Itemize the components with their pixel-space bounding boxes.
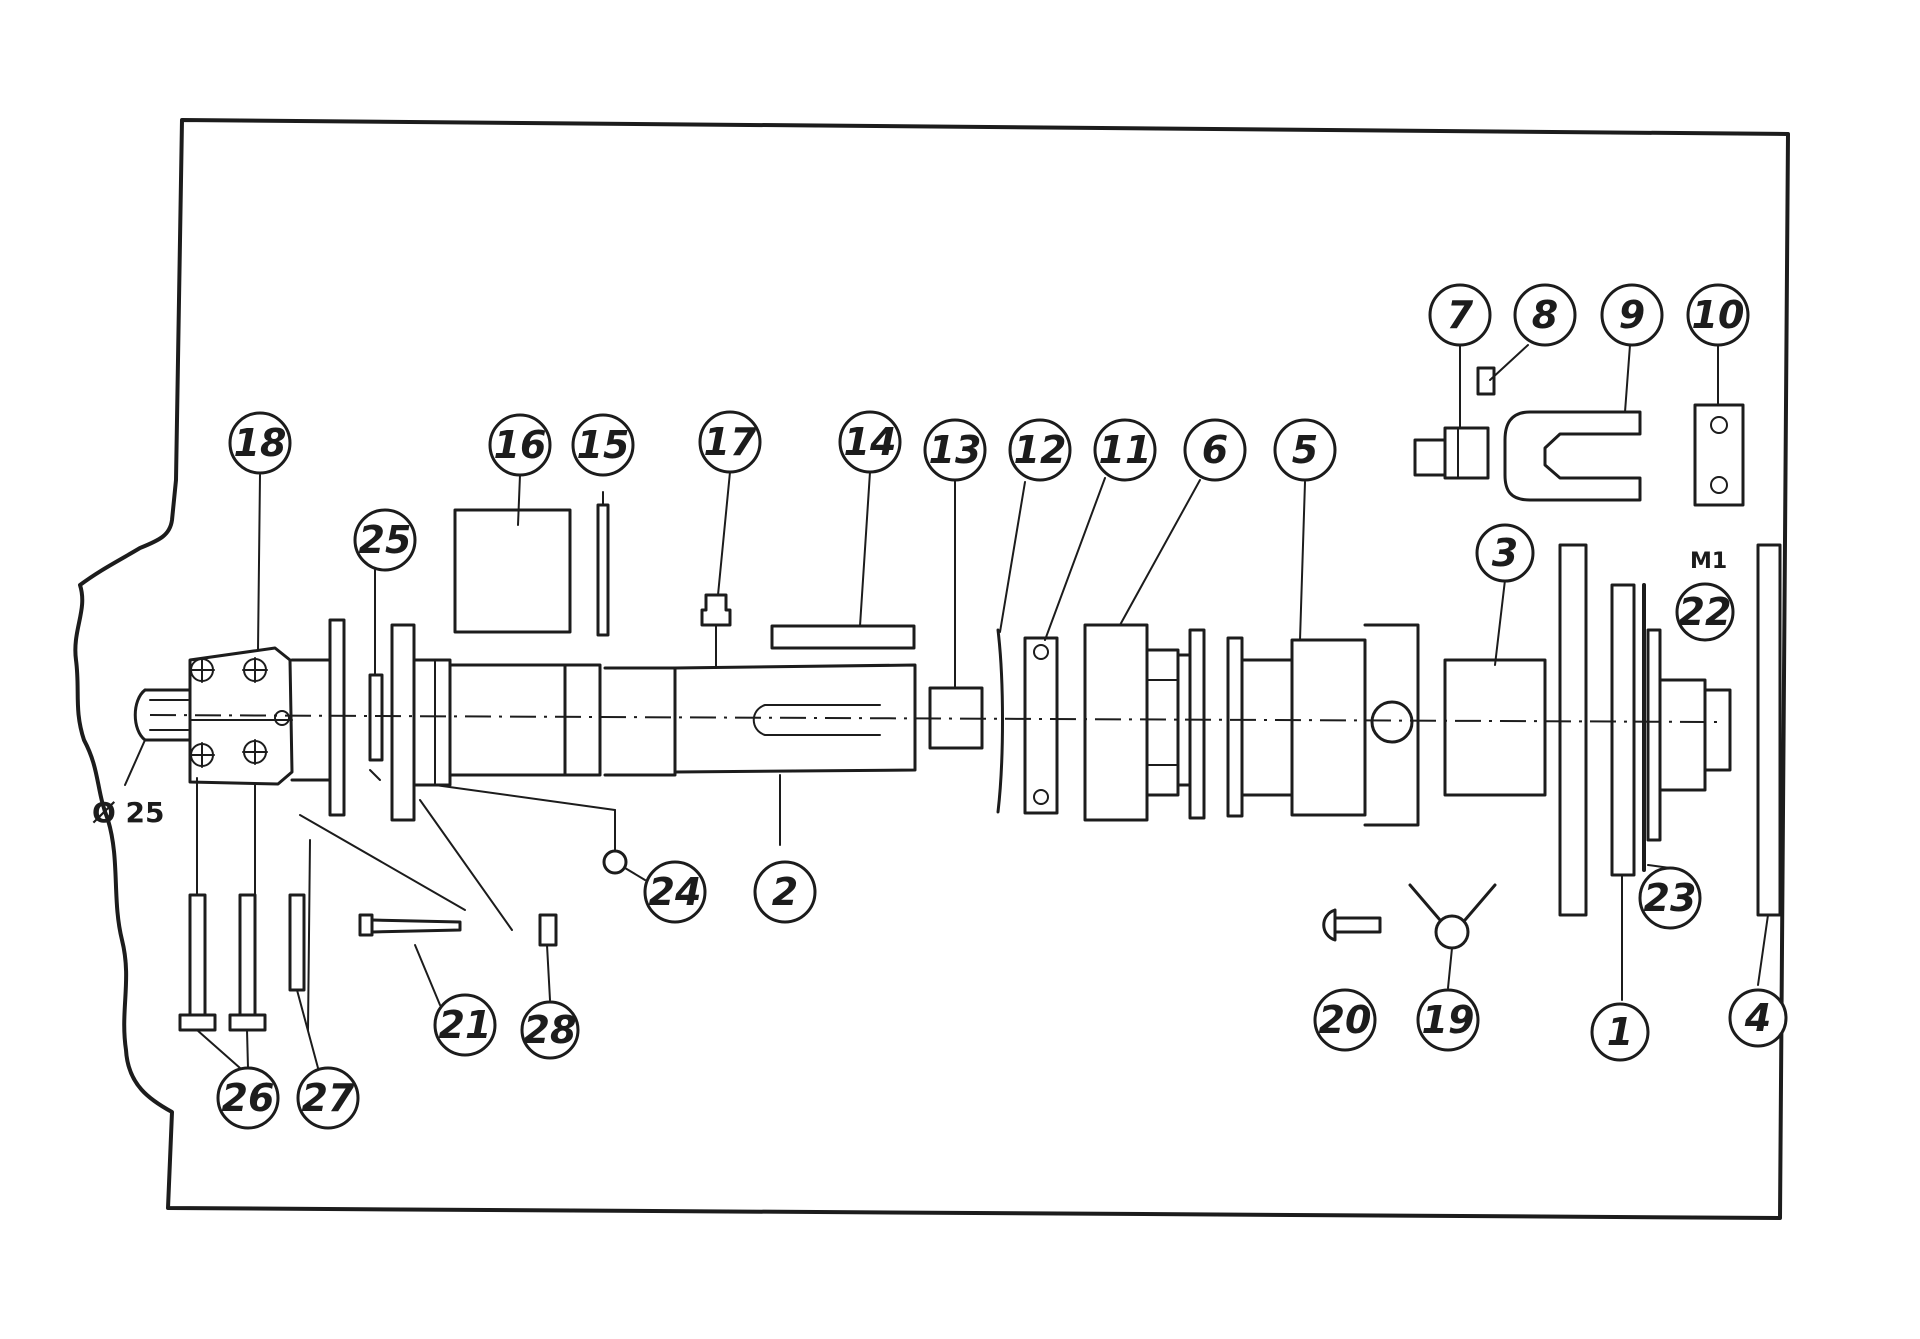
part-14-key bbox=[770, 624, 916, 650]
svg-text:21: 21 bbox=[439, 1003, 492, 1047]
main-centerline bbox=[149, 714, 1721, 723]
svg-text:19: 19 bbox=[1422, 998, 1475, 1042]
svg-text:14: 14 bbox=[844, 420, 897, 464]
svg-text:27: 27 bbox=[302, 1076, 355, 1120]
svg-text:25: 25 bbox=[359, 518, 412, 562]
callout-7: 7 bbox=[1428, 283, 1492, 347]
shaft-diameter-label: Ø 25 bbox=[92, 796, 165, 829]
part-19-spring bbox=[1408, 883, 1497, 950]
callout-23: 23 bbox=[1638, 866, 1702, 930]
part-24-nut bbox=[602, 809, 628, 875]
svg-text:17: 17 bbox=[704, 420, 757, 464]
part-27-pin bbox=[288, 893, 306, 992]
svg-text:8: 8 bbox=[1532, 293, 1558, 337]
part-12-circlip bbox=[996, 628, 1004, 814]
input-shaft-stub bbox=[124, 688, 192, 786]
svg-text:23: 23 bbox=[1644, 876, 1697, 920]
part-17-grease-nipple bbox=[700, 593, 732, 669]
callout-20: 20 bbox=[1313, 988, 1377, 1052]
part-27-flange-plate bbox=[328, 618, 346, 817]
part-20-rivet bbox=[1322, 908, 1382, 942]
svg-text:13: 13 bbox=[929, 428, 982, 472]
callout-5: 5 bbox=[1273, 418, 1337, 482]
callout-21: 21 bbox=[433, 993, 497, 1057]
part-15-pin bbox=[596, 503, 610, 637]
part-26-bolts bbox=[178, 893, 267, 1032]
part-9-fork bbox=[1503, 410, 1642, 502]
part-21-screw bbox=[358, 913, 462, 937]
part-11-bearing-housing bbox=[1023, 636, 1059, 815]
part-6-coupling-half bbox=[1083, 623, 1206, 822]
callout-18: 18 bbox=[228, 411, 292, 475]
callout-17: 17 bbox=[698, 410, 762, 474]
svg-text:5: 5 bbox=[1292, 428, 1318, 472]
svg-text:11: 11 bbox=[1099, 428, 1152, 472]
svg-text:2: 2 bbox=[772, 870, 798, 914]
frame-border bbox=[73, 118, 1790, 1220]
part-7-bolt bbox=[1413, 426, 1490, 480]
svg-text:4: 4 bbox=[1744, 996, 1771, 1040]
note-label-m1: M1 bbox=[1690, 549, 1727, 574]
callout-22: 22 bbox=[1675, 582, 1735, 642]
callout-24: 24 bbox=[643, 860, 707, 924]
callout-14: 14 bbox=[838, 410, 902, 474]
part-2-main-shaft bbox=[390, 623, 917, 822]
part-16-cover-plate bbox=[453, 508, 572, 634]
callout-16: 16 bbox=[488, 413, 552, 477]
callout-11: 11 bbox=[1093, 418, 1157, 482]
svg-text:24: 24 bbox=[649, 870, 702, 914]
svg-text:22: 22 bbox=[1679, 590, 1732, 634]
callout-6: 6 bbox=[1183, 418, 1247, 482]
part-3-drum bbox=[1443, 543, 1588, 917]
callout-1: 1 bbox=[1590, 1002, 1650, 1062]
callout-13: 13 bbox=[923, 418, 987, 482]
callout-8: 8 bbox=[1513, 283, 1577, 347]
svg-text:26: 26 bbox=[222, 1076, 275, 1120]
leader-lines bbox=[196, 344, 1769, 1069]
callout-9: 9 bbox=[1600, 283, 1664, 347]
callout-4: 4 bbox=[1728, 988, 1788, 1048]
svg-text:12: 12 bbox=[1014, 428, 1067, 472]
svg-text:20: 20 bbox=[1319, 998, 1372, 1042]
svg-text:1: 1 bbox=[1607, 1010, 1633, 1054]
svg-text:15: 15 bbox=[577, 423, 630, 467]
part-10-block bbox=[1693, 403, 1745, 507]
part-4-end-plate bbox=[1756, 543, 1782, 917]
callout-12: 12 bbox=[1008, 418, 1072, 482]
callout-19: 19 bbox=[1416, 988, 1480, 1052]
callout-3: 3 bbox=[1475, 523, 1535, 583]
svg-text:28: 28 bbox=[524, 1008, 577, 1052]
callout-25: 25 bbox=[353, 508, 417, 572]
svg-text:6: 6 bbox=[1202, 428, 1228, 472]
part-1-plate bbox=[1610, 583, 1636, 877]
svg-text:16: 16 bbox=[494, 423, 547, 467]
part-28-small-pin bbox=[538, 913, 558, 947]
part-8-small-key bbox=[1476, 366, 1496, 396]
svg-text:9: 9 bbox=[1619, 293, 1645, 337]
svg-text:3: 3 bbox=[1492, 531, 1518, 575]
part-5-coupling-hub bbox=[1226, 623, 1420, 827]
svg-text:18: 18 bbox=[234, 421, 287, 465]
callout-26: 26 bbox=[216, 1066, 280, 1130]
part-25-spacer bbox=[368, 673, 384, 762]
svg-text:10: 10 bbox=[1692, 293, 1745, 337]
callout-10: 10 bbox=[1686, 283, 1750, 347]
callout-15: 15 bbox=[571, 413, 635, 477]
svg-text:7: 7 bbox=[1447, 293, 1474, 337]
part-18-flange-block bbox=[188, 646, 332, 786]
callout-28: 28 bbox=[520, 1000, 580, 1060]
part-23-friction-disc bbox=[1642, 583, 1732, 872]
callout-27: 27 bbox=[296, 1066, 360, 1130]
callout-2: 2 bbox=[753, 860, 817, 924]
